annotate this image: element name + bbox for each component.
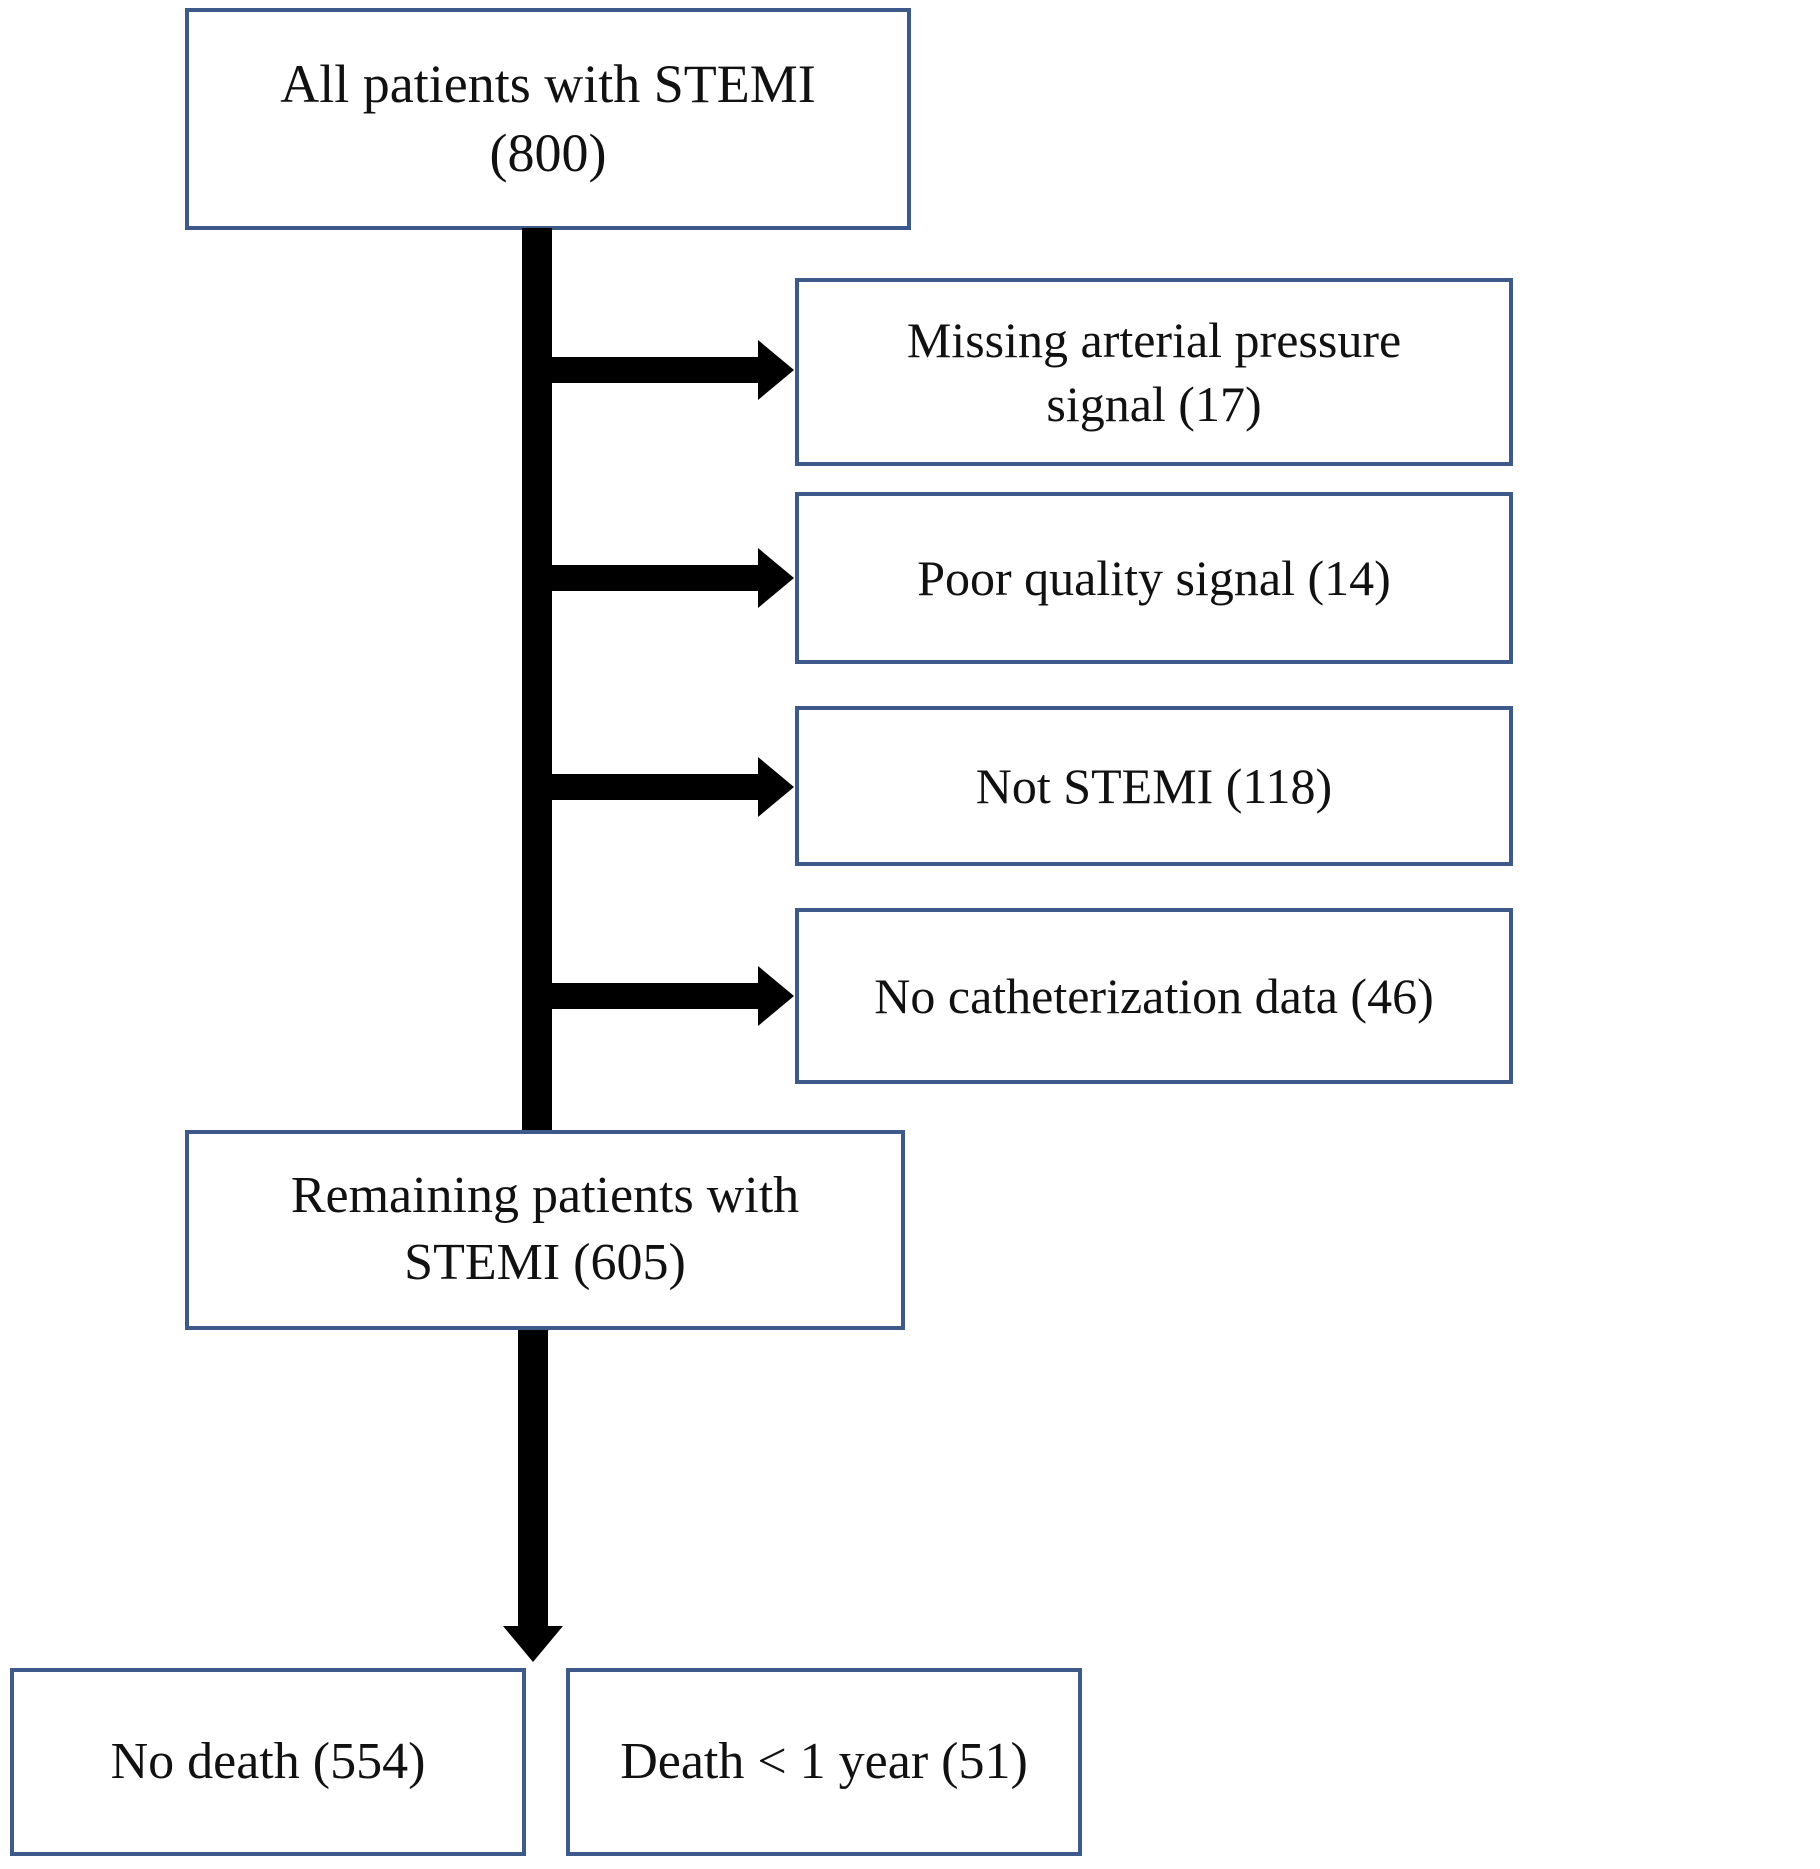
arrowhead-to-outcomes — [503, 1626, 563, 1662]
connector-branch-missing-signal — [552, 357, 760, 383]
arrowhead-not-stemi — [758, 757, 794, 817]
node-no-catheterization-data: No catheterization data (46) — [795, 908, 1513, 1084]
connector-branch-not-stemi — [552, 774, 760, 800]
arrowhead-no-catheterization — [758, 966, 794, 1026]
connector-main-spine — [522, 228, 552, 1310]
arrowhead-missing-signal — [758, 340, 794, 400]
node-missing-arterial-pressure-signal: Missing arterial pressure signal (17) — [795, 278, 1513, 466]
node-remaining-patients-with-stemi: Remaining patients with STEMI (605) — [185, 1130, 905, 1330]
connector-branch-no-catheterization — [552, 983, 760, 1009]
node-death-within-1-year: Death < 1 year (51) — [566, 1668, 1082, 1856]
connector-branch-poor-quality — [552, 565, 760, 591]
arrowhead-poor-quality — [758, 548, 794, 608]
node-no-death: No death (554) — [10, 1668, 526, 1856]
node-not-stemi: Not STEMI (118) — [795, 706, 1513, 866]
connector-lower-spine — [518, 1330, 548, 1630]
node-poor-quality-signal: Poor quality signal (14) — [795, 492, 1513, 664]
node-all-patients: All patients with STEMI (800) — [185, 8, 911, 230]
